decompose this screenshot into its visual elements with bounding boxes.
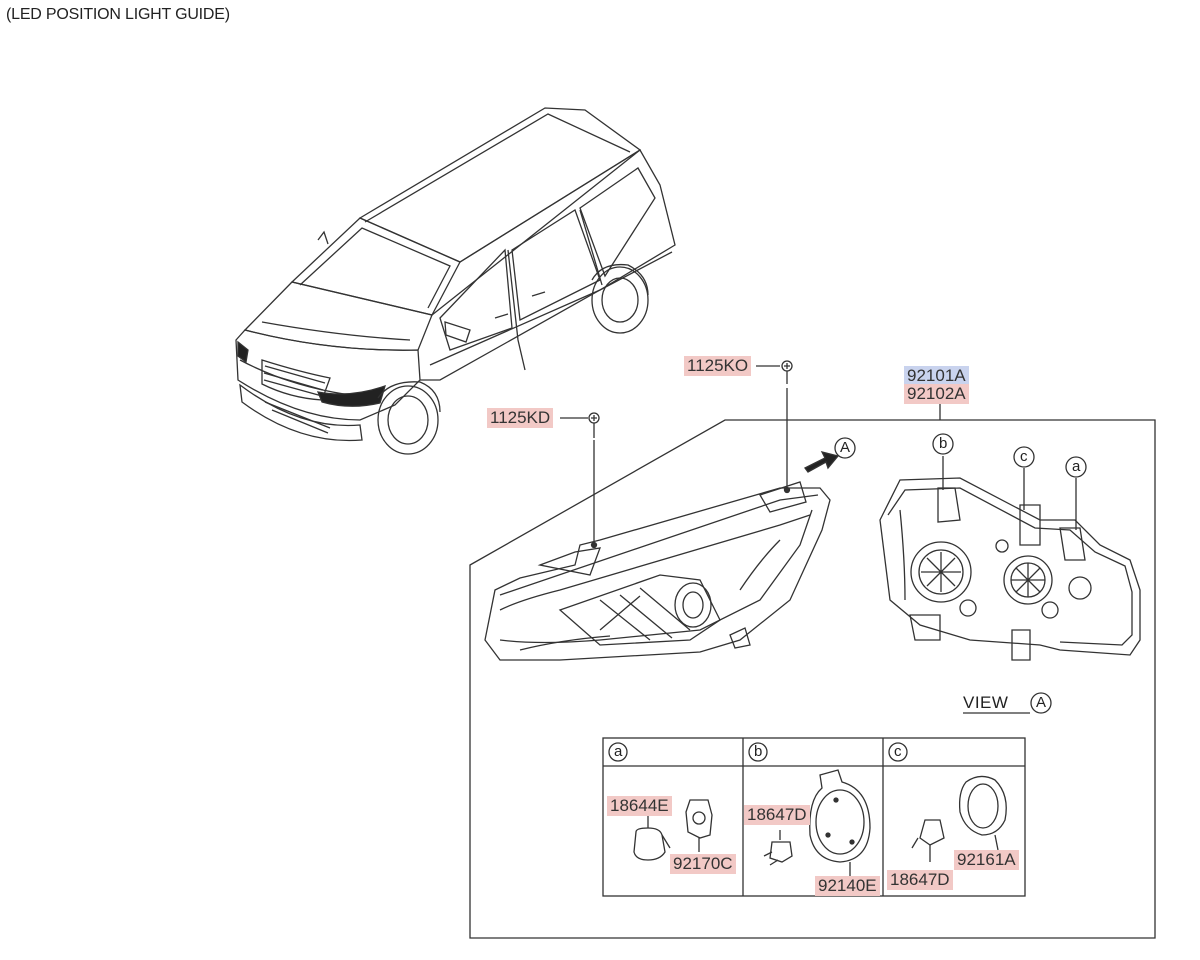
assembly-frame — [469, 419, 1156, 939]
marker-c-label: c — [1020, 448, 1028, 465]
callout-socket-a: 92170C — [670, 854, 736, 874]
detail-c-parts — [911, 775, 1007, 862]
detail-b-parts — [763, 769, 871, 880]
detail-table — [602, 737, 1026, 897]
bolt-lower — [560, 412, 600, 549]
detail-box-c-label: c — [894, 743, 902, 760]
callout-cap-b: 92140E — [815, 876, 880, 896]
callout-cap-c: 92161A — [954, 850, 1019, 870]
diagram-caption: (LED POSITION LIGHT GUIDE) — [6, 6, 230, 23]
headlamp-assembly — [484, 481, 831, 661]
marker-c-circle — [1013, 446, 1035, 468]
detail-a-parts — [633, 799, 713, 861]
view-arrow — [804, 437, 856, 473]
callout-bulb-b: 18647D — [744, 805, 810, 825]
callout-bolt-lower: 1125KD — [487, 408, 554, 428]
marker-a-circle — [1065, 456, 1087, 478]
headlamp-rear-view — [879, 477, 1141, 661]
marker-a-label: a — [1072, 458, 1081, 475]
view-arrow-ref: A — [840, 439, 851, 456]
bolt-upper — [756, 360, 793, 494]
detail-box-a-label: a — [614, 743, 623, 760]
callout-lamp-rh: 92102A — [904, 384, 969, 404]
callout-bulb-c: 18647D — [887, 870, 953, 890]
callout-bulb-a: 18644E — [607, 796, 672, 816]
callout-bolt-upper: 1125KO — [684, 356, 752, 376]
marker-b-label: b — [939, 435, 948, 452]
detail-box-b-label: b — [754, 743, 763, 760]
marker-b-circle — [932, 433, 954, 455]
callout-lamp-lh: 92101A — [904, 366, 969, 386]
view-label-ref: A — [1036, 694, 1047, 711]
view-label: VIEW — [963, 693, 1009, 712]
vehicle-illustration — [235, 107, 676, 455]
